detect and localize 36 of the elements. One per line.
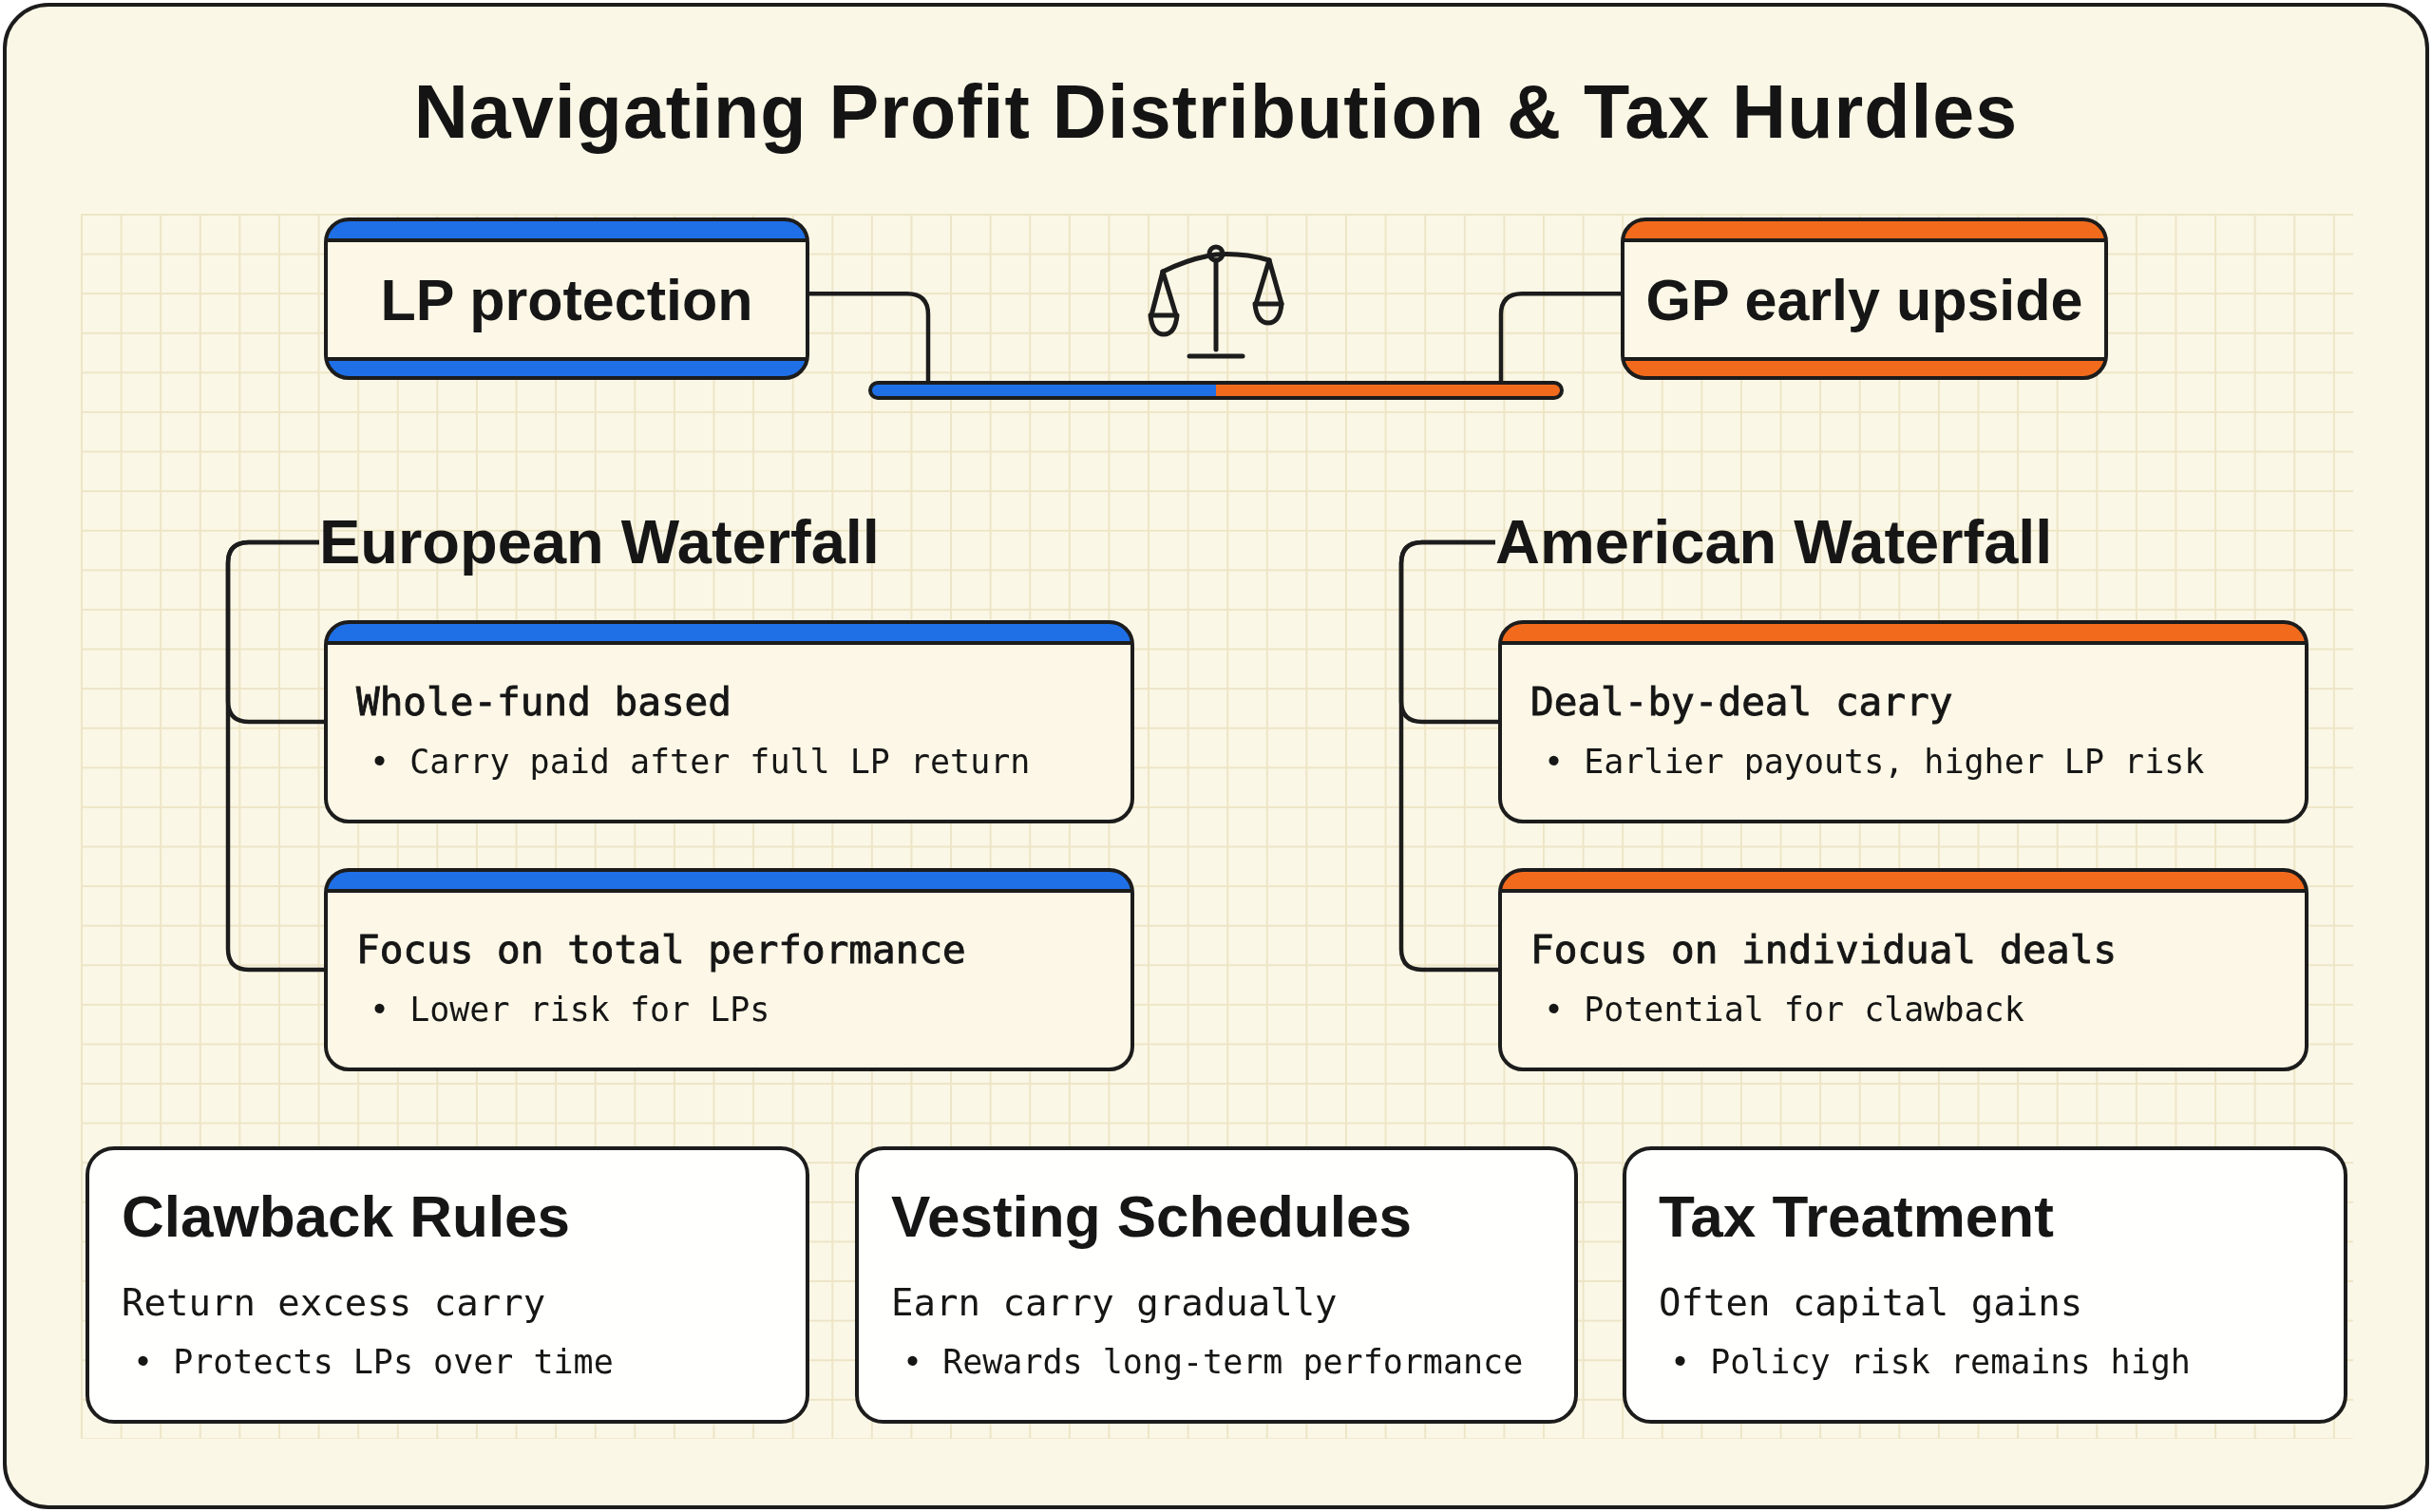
card-heading: Focus on individual deals <box>1530 926 2118 973</box>
bullet-text: • Carry paid after full LP return <box>370 742 1031 783</box>
topic-card <box>1623 1146 2347 1424</box>
bullet-text: • Rewards long-term performance <box>902 1342 1524 1383</box>
feature-card <box>324 620 1134 823</box>
card-subtitle: Return excess carry <box>122 1280 546 1326</box>
section-heading: American Waterfall <box>1495 506 2053 578</box>
balance-bar <box>868 381 1564 400</box>
bullet-text: • Earlier payouts, higher LP risk <box>1544 742 2205 783</box>
card-subtitle: Often capital gains <box>1659 1280 2083 1326</box>
section-heading: European Waterfall <box>319 506 880 578</box>
diagram-title: Navigating Profit Distribution & Tax Hurdles <box>413 68 2019 156</box>
card-heading: Focus on total performance <box>356 926 966 973</box>
topic-card <box>855 1146 1578 1424</box>
card-title: Vesting Schedules <box>891 1182 1412 1251</box>
bullet-text: • Lower risk for LPs <box>370 990 770 1030</box>
card-label: GP early upside <box>1645 266 2083 334</box>
connector-line <box>1498 292 1621 381</box>
connector-line <box>225 539 324 973</box>
card-label: LP protection <box>380 266 753 334</box>
topic-card <box>86 1146 809 1424</box>
card-subtitle: Earn carry gradually <box>891 1280 1338 1326</box>
stance-card <box>324 217 809 380</box>
feature-card <box>1498 620 2308 823</box>
bullet-text: • Potential for clawback <box>1544 990 2024 1030</box>
feature-card <box>324 868 1134 1071</box>
card-heading: Whole-fund based <box>356 678 732 726</box>
stance-card <box>1621 217 2108 380</box>
feature-card <box>1498 868 2308 1071</box>
bullet-text: • Policy risk remains high <box>1670 1342 2191 1383</box>
card-title: Clawback Rules <box>122 1182 571 1251</box>
connector-line <box>809 292 931 381</box>
bullet-text: • Protects LPs over time <box>133 1342 614 1383</box>
connector-line <box>1398 539 1498 973</box>
card-title: Tax Treatment <box>1659 1182 2054 1251</box>
card-heading: Deal-by-deal carry <box>1530 678 1953 726</box>
